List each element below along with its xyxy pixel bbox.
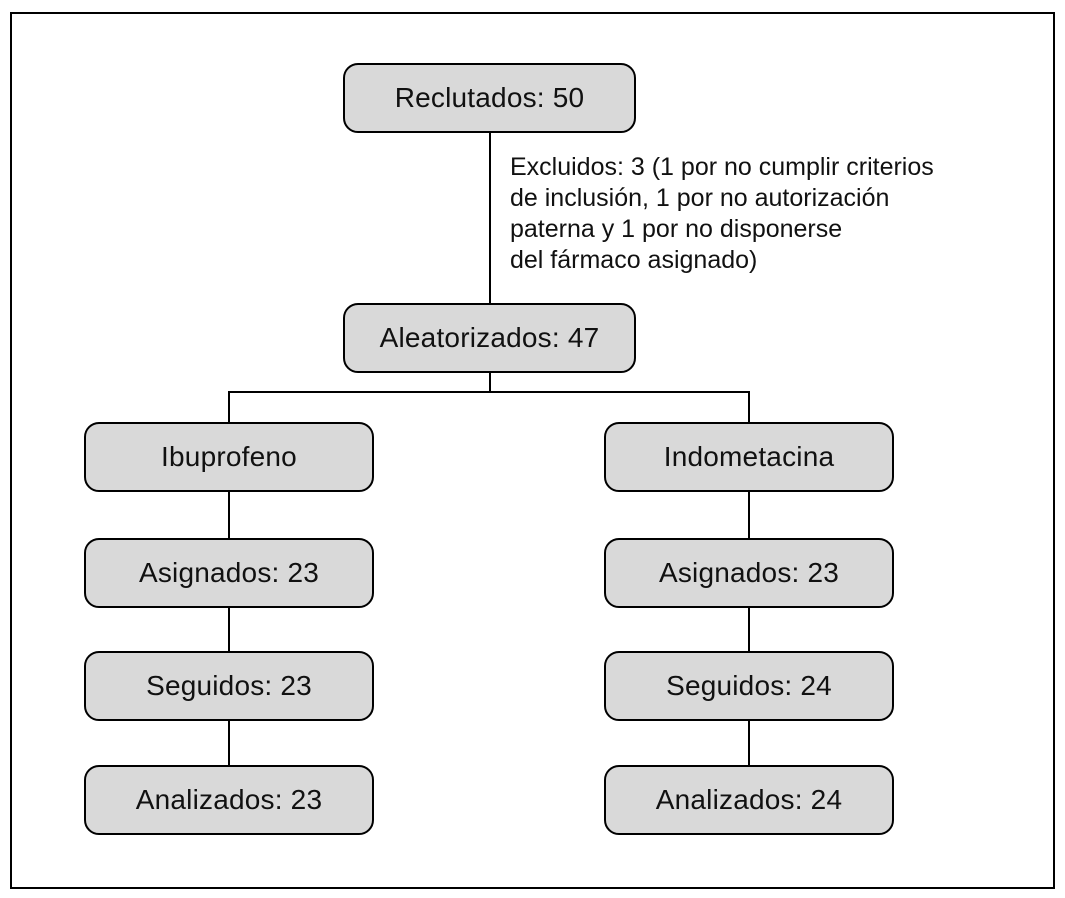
- node-arm-ibuprofeno: Ibuprofeno: [84, 422, 374, 492]
- connector-branch-drop-left: [228, 391, 230, 424]
- connector-randomized-stub: [489, 371, 491, 393]
- connector-recruited-to-randomized: [489, 133, 491, 305]
- connector-right-arm-to-assigned: [748, 490, 750, 540]
- connector-right-assigned-to-followed: [748, 606, 750, 653]
- node-recruited: Reclutados: 50: [343, 63, 636, 133]
- connector-left-arm-to-assigned: [228, 490, 230, 540]
- connector-left-assigned-to-followed: [228, 606, 230, 653]
- node-arm-indometacina: Indometacina: [604, 422, 894, 492]
- connector-branch-drop-right: [748, 391, 750, 424]
- connector-left-followed-to-analyzed: [228, 719, 230, 767]
- node-randomized: Aleatorizados: 47: [343, 303, 636, 373]
- node-assigned-ibuprofeno: Asignados: 23: [84, 538, 374, 608]
- exclusion-note: Excluidos: 3 (1 por no cumplir criterios…: [510, 153, 934, 274]
- node-followed-indometacina: Seguidos: 24: [604, 651, 894, 721]
- connector-branch-horizontal: [228, 391, 750, 393]
- node-assigned-indometacina: Asignados: 23: [604, 538, 894, 608]
- connector-right-followed-to-analyzed: [748, 719, 750, 767]
- node-analyzed-ibuprofeno: Analizados: 23: [84, 765, 374, 835]
- node-followed-ibuprofeno: Seguidos: 23: [84, 651, 374, 721]
- node-analyzed-indometacina: Analizados: 24: [604, 765, 894, 835]
